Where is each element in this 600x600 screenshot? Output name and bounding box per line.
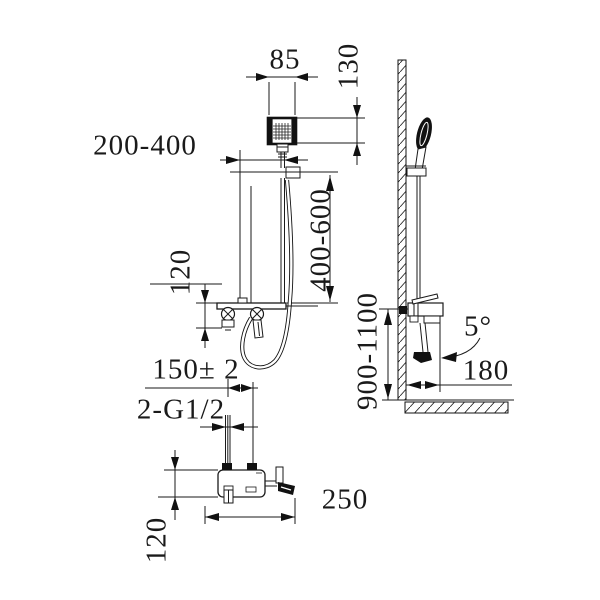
dim-body-width: 250 [321, 483, 369, 516]
bottom-view-linework [145, 379, 296, 524]
dim-spout-reach: 180 [462, 354, 510, 387]
dim-inlet-spacing: 150± 2 [152, 353, 240, 386]
dim-head-width: 85 [269, 43, 301, 76]
front-view-linework [150, 73, 365, 370]
dim-mount-height: 900-1100 [351, 291, 384, 411]
dim-hose-range: 400-600 [304, 188, 337, 292]
side-view-linework [379, 59, 514, 414]
dim-valve-height: 120 [164, 248, 197, 296]
dim-head-length: 130 [332, 42, 365, 90]
dim-spout-angle: 5° [463, 310, 493, 343]
dim-body-depth: 120 [140, 516, 173, 564]
dim-inlet-thread: 2-G1/2 [136, 393, 226, 426]
dim-slide-range: 200-400 [93, 129, 197, 162]
